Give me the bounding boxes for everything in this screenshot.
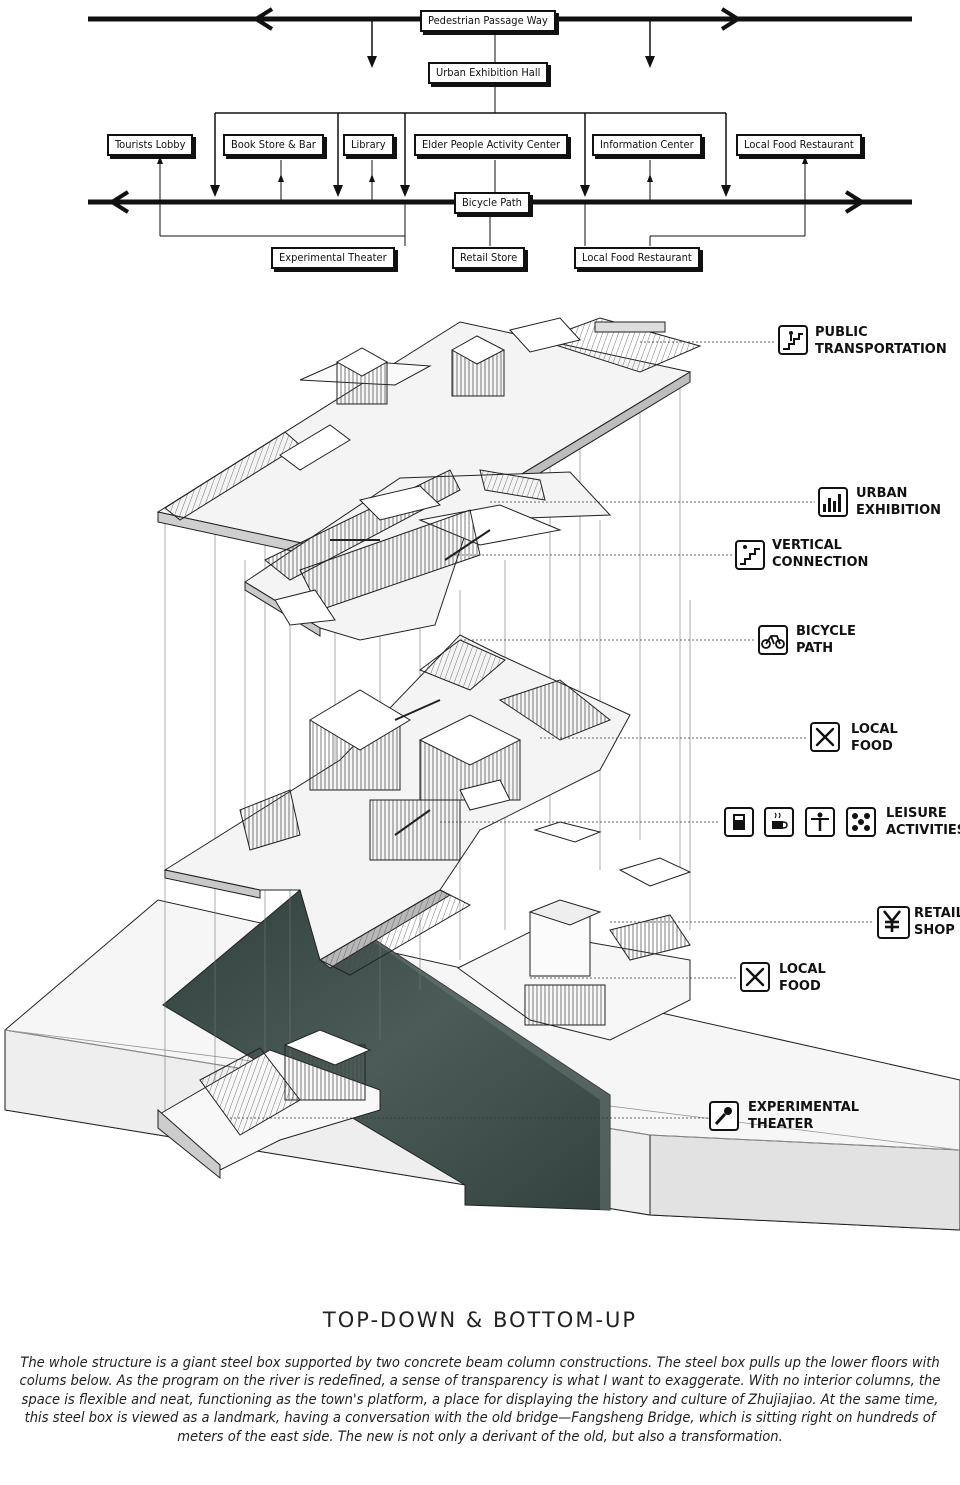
program-elder-activity-center: Elder People Activity Center [414,134,569,156]
legend-vertical-connection: VERTICAL CONNECTION [772,537,868,571]
legend-line: PATH [796,641,834,656]
legend-line: LEISURE [886,806,947,821]
program-local-food-restaurant-bottom: Local Food Restaurant [574,247,700,269]
legend-line: ACTIVITIES [886,823,960,838]
legend-local-food-upper: LOCAL FOOD [851,721,898,755]
program-tourists-lobby: Tourists Lobby [107,134,194,156]
level-3-public-floor [163,634,631,976]
program-library: Library [343,134,394,156]
legend-line: CONNECTION [772,555,869,570]
urban-exhibition-hall-label: Urban Exhibition Hall [428,62,549,84]
legend-experimental-theater: EXPERIMENTAL THEATER [748,1099,859,1133]
legend-leisure-activities: LEISURE ACTIVITIES [886,805,960,839]
legend-line: LOCAL [851,722,898,737]
legend-line: THEATER [748,1117,814,1132]
legend-public-transportation: PUBLIC TRANSPORTATION [815,324,947,358]
fork-knife-icon [810,722,840,752]
stairs-person-icon [778,325,808,355]
legend-line: URBAN [856,486,908,501]
game-icon [846,807,876,837]
legend-line: EXHIBITION [856,503,942,518]
fitness-icon [805,807,835,837]
legend-urban-exhibition: URBAN EXHIBITION [856,485,941,519]
legend-line: TRANSPORTATION [815,342,947,357]
fork-knife-icon [740,962,770,992]
exploded-axonometric [4,317,960,1231]
program-retail-store: Retail Store [452,247,526,269]
legend-line: VERTICAL [772,538,842,553]
program-information-center: Information Center [592,134,702,156]
legend-line: LOCAL [779,962,826,977]
book-icon [724,807,754,837]
bar-chart-icon [818,487,848,517]
level-2-exhibition [244,469,612,641]
legend-bicycle-path: BICYCLE PATH [796,623,856,657]
program-local-food-restaurant-top: Local Food Restaurant [736,134,862,156]
legend-line: SHOP [914,923,955,938]
legend-line: RETAIL [914,906,960,921]
yen-icon [877,906,910,939]
legend-line: EXPERIMENTAL [748,1100,860,1115]
legend-line: FOOD [779,979,821,994]
legend-local-food-lower: LOCAL FOOD [779,961,826,995]
stairs-icon [735,540,765,570]
ground-retail-buildings [457,821,692,1041]
ground-theater [157,1029,381,1180]
legend-line: BICYCLE [796,624,856,639]
bicycle-path-label: Bicycle Path [454,192,530,214]
caption-title: TOP-DOWN & BOTTOM-UP [322,1308,638,1332]
legend-line: PUBLIC [815,325,868,340]
legend-retail-shop: RETAIL SHOP [914,905,960,939]
bicycle-icon [758,625,788,655]
microphone-icon [709,1101,739,1131]
caption-body: The whole structure is a giant steel box… [19,1354,941,1445]
coffee-icon [764,807,794,837]
pedestrian-passage-label: Pedestrian Passage Way [420,10,556,32]
legend-line: FOOD [851,739,893,754]
program-book-store-bar: Book Store & Bar [223,134,324,156]
program-experimental-theater: Experimental Theater [271,247,395,269]
flow-diagram-lines [88,7,912,246]
